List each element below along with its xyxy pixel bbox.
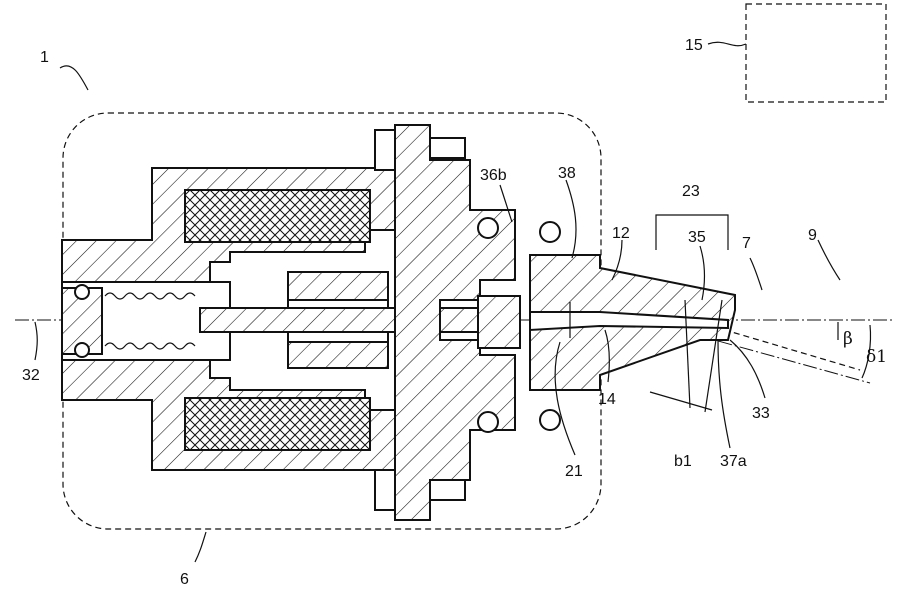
external-unit-box	[746, 4, 886, 102]
o-ring-front-bottom	[478, 412, 498, 432]
label-38: 38	[558, 165, 576, 182]
arrow-6	[195, 532, 206, 562]
label-21: 21	[565, 463, 583, 480]
valve-seat	[478, 296, 520, 348]
label-6: 6	[180, 571, 189, 588]
leader-37a	[718, 340, 730, 448]
o-ring-nozzle-top	[540, 222, 560, 242]
label-15: 15	[685, 37, 703, 54]
label-37a: 37a	[720, 453, 747, 470]
label-23: 23	[682, 183, 700, 200]
o-ring-nozzle-bottom	[540, 410, 560, 430]
label-1: 1	[40, 49, 49, 66]
o-ring-front-top	[478, 218, 498, 238]
label-36b: 36b	[480, 167, 507, 184]
label-7: 7	[742, 235, 751, 252]
leader-32	[35, 322, 37, 360]
arrow-7	[750, 258, 762, 290]
arrow-1	[60, 66, 88, 90]
label-12: 12	[612, 225, 630, 242]
coil-bottom	[185, 398, 370, 450]
push-rod	[200, 308, 500, 332]
bolt-bottom-shank	[430, 480, 465, 500]
label-35: 35	[688, 229, 706, 246]
label-beta: β	[843, 329, 853, 349]
coil-top	[185, 190, 370, 242]
o-ring-rear-bottom	[75, 343, 89, 357]
label-33: 33	[752, 405, 770, 422]
label-b1: b1	[674, 453, 692, 470]
label-9: 9	[808, 227, 817, 244]
bolt-top-head	[375, 130, 395, 170]
arrow-9	[818, 240, 840, 280]
leader-15	[708, 42, 746, 45]
label-14: 14	[598, 391, 616, 408]
bolt-bottom-head	[375, 470, 395, 510]
label-32: 32	[22, 367, 40, 384]
o-ring-rear-top	[75, 285, 89, 299]
leader-38	[566, 180, 576, 258]
label-delta1: δ1	[866, 347, 887, 367]
bolt-top-shank	[430, 138, 465, 158]
b1-arrow	[650, 392, 712, 410]
